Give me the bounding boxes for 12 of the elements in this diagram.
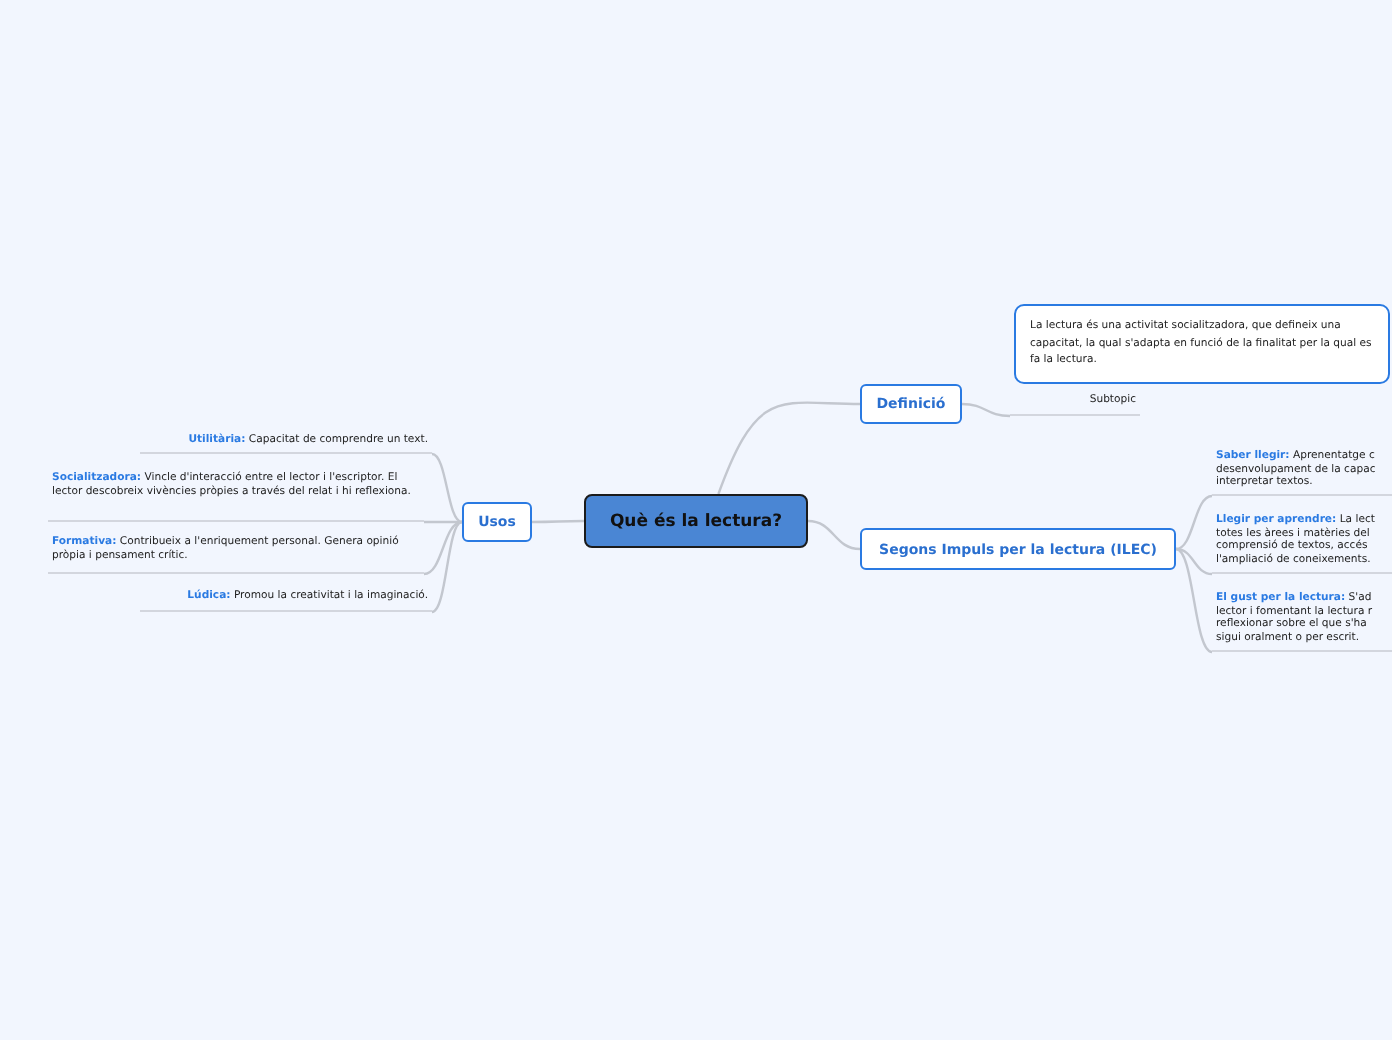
connector-line [961, 402, 1011, 418]
connector-line [1175, 547, 1213, 654]
connector-line [1175, 547, 1213, 576]
connector-line [717, 401, 861, 495]
connector-line [532, 519, 584, 524]
connector-line [423, 520, 463, 576]
connector-line [431, 452, 463, 524]
connector-line [807, 519, 861, 551]
connector-line [431, 520, 463, 614]
connector-line [424, 520, 462, 524]
connector-line [1175, 494, 1213, 551]
central-topic: Què és la lectura? [584, 494, 808, 548]
